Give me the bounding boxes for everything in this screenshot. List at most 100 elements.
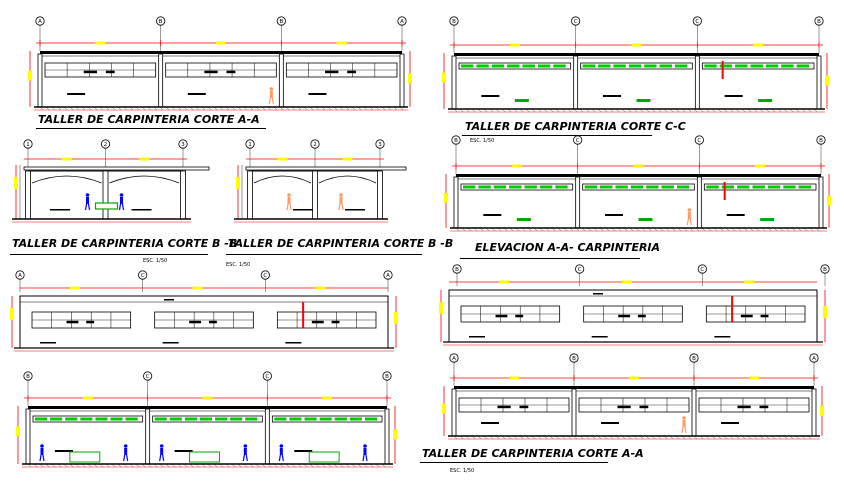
axis-label: C (578, 267, 582, 273)
label-bar (603, 95, 621, 97)
floor-hatch (315, 106, 320, 111)
red-marker (302, 302, 305, 328)
floor-hatch (767, 227, 772, 232)
floor-hatch (809, 227, 814, 232)
structural-column (312, 170, 318, 220)
window-pane (289, 417, 302, 421)
label-bar (174, 450, 193, 452)
floor-hatch (453, 108, 458, 113)
window-pane (737, 185, 750, 189)
floor-hatch (681, 108, 686, 113)
person-figure-body (243, 448, 247, 455)
floor-hatch (555, 435, 560, 440)
floor-hatch (459, 435, 464, 440)
floor-hatch (171, 106, 176, 111)
section-bb-right-scale: ESC. 1/50 (226, 262, 251, 268)
person-figure-leg (271, 97, 274, 105)
yellow-dimension-tag (394, 312, 398, 324)
cabinet-handle (737, 405, 751, 409)
yellow-dimension-tag (744, 280, 755, 284)
floor-hatch (183, 106, 188, 111)
floor-hatch (597, 108, 602, 113)
floor-hatch (657, 435, 662, 440)
structural-column (811, 388, 817, 437)
label-bar (469, 336, 485, 338)
cabinet-handle (311, 320, 324, 324)
floor-hatch (705, 435, 710, 440)
floor-hatch (741, 435, 746, 440)
floor-hatch (267, 463, 272, 468)
floor-hatch (461, 227, 466, 232)
floor-hatch (549, 435, 554, 440)
window-pane (507, 64, 520, 68)
floor-hatch (555, 108, 560, 113)
window-pane (334, 417, 347, 421)
axis-label: B (692, 356, 696, 362)
window-pane (524, 185, 537, 189)
floor-hatch (519, 435, 524, 440)
person-figure-leg (39, 454, 42, 462)
floor-hatch (501, 108, 506, 113)
floor-hatch (627, 108, 632, 113)
floor-hatch (393, 106, 398, 111)
floor-hatch (303, 463, 308, 468)
floor-hatch (537, 435, 542, 440)
roof-slab (454, 53, 819, 56)
floor-hatch (201, 463, 206, 468)
section-aa-title: TALLER DE CARPINTERIA CORTE A-A (38, 113, 260, 126)
floor-hatch (783, 108, 788, 113)
window-pane (274, 417, 287, 421)
axis-label: C (576, 138, 580, 144)
structural-column (278, 53, 284, 108)
yellow-dimension-tag (444, 192, 448, 203)
floor-hatch (639, 435, 644, 440)
floor-hatch (683, 227, 688, 232)
floor-hatch (765, 108, 770, 113)
floor-hatch (147, 106, 152, 111)
structural-column (451, 388, 457, 437)
floor-hatch (519, 108, 524, 113)
floor-hatch (273, 106, 278, 111)
yellow-dimension-tag (315, 286, 326, 290)
floor-hatch (791, 227, 796, 232)
yellow-dimension-tag (439, 302, 443, 314)
floor-hatch (171, 463, 176, 468)
person-figure-body (86, 197, 89, 204)
floor-hatch (579, 435, 584, 440)
person-figure-head (123, 444, 128, 448)
floor-hatch (803, 227, 808, 232)
floor-hatch (759, 435, 764, 440)
axis-label: 2 (104, 142, 108, 148)
roof-slab (245, 166, 407, 171)
cabinet-handle (86, 320, 95, 324)
window-pane (230, 417, 243, 421)
floor-hatch (51, 106, 56, 111)
roof-slab (23, 166, 210, 171)
cabinet-handle (495, 314, 508, 318)
floor-hatch (471, 108, 476, 113)
floor-hatch (663, 435, 668, 440)
floor-hatch (285, 106, 290, 111)
axis-label: B (455, 267, 459, 273)
person-figure-leg (84, 203, 88, 211)
floor-hatch (291, 106, 296, 111)
axis-label: A (38, 19, 42, 25)
floor-hatch (183, 463, 188, 468)
section-aa-bottom-title-underline (420, 462, 608, 463)
floor-hatch (567, 108, 572, 113)
person-figure-leg (278, 454, 281, 462)
floor-hatch (573, 108, 578, 113)
floor-hatch (807, 435, 812, 440)
cabinet-handle (740, 314, 753, 318)
label-bar (726, 214, 745, 216)
roof-slab (40, 51, 402, 54)
floor-hatch (87, 463, 92, 468)
window-pane (752, 185, 765, 189)
floor-hatch (153, 463, 158, 468)
person-figure-head (287, 193, 291, 197)
floor-hatch (165, 106, 170, 111)
window-pane (215, 417, 228, 421)
floor-hatch (369, 463, 374, 468)
window-pane (522, 64, 535, 68)
